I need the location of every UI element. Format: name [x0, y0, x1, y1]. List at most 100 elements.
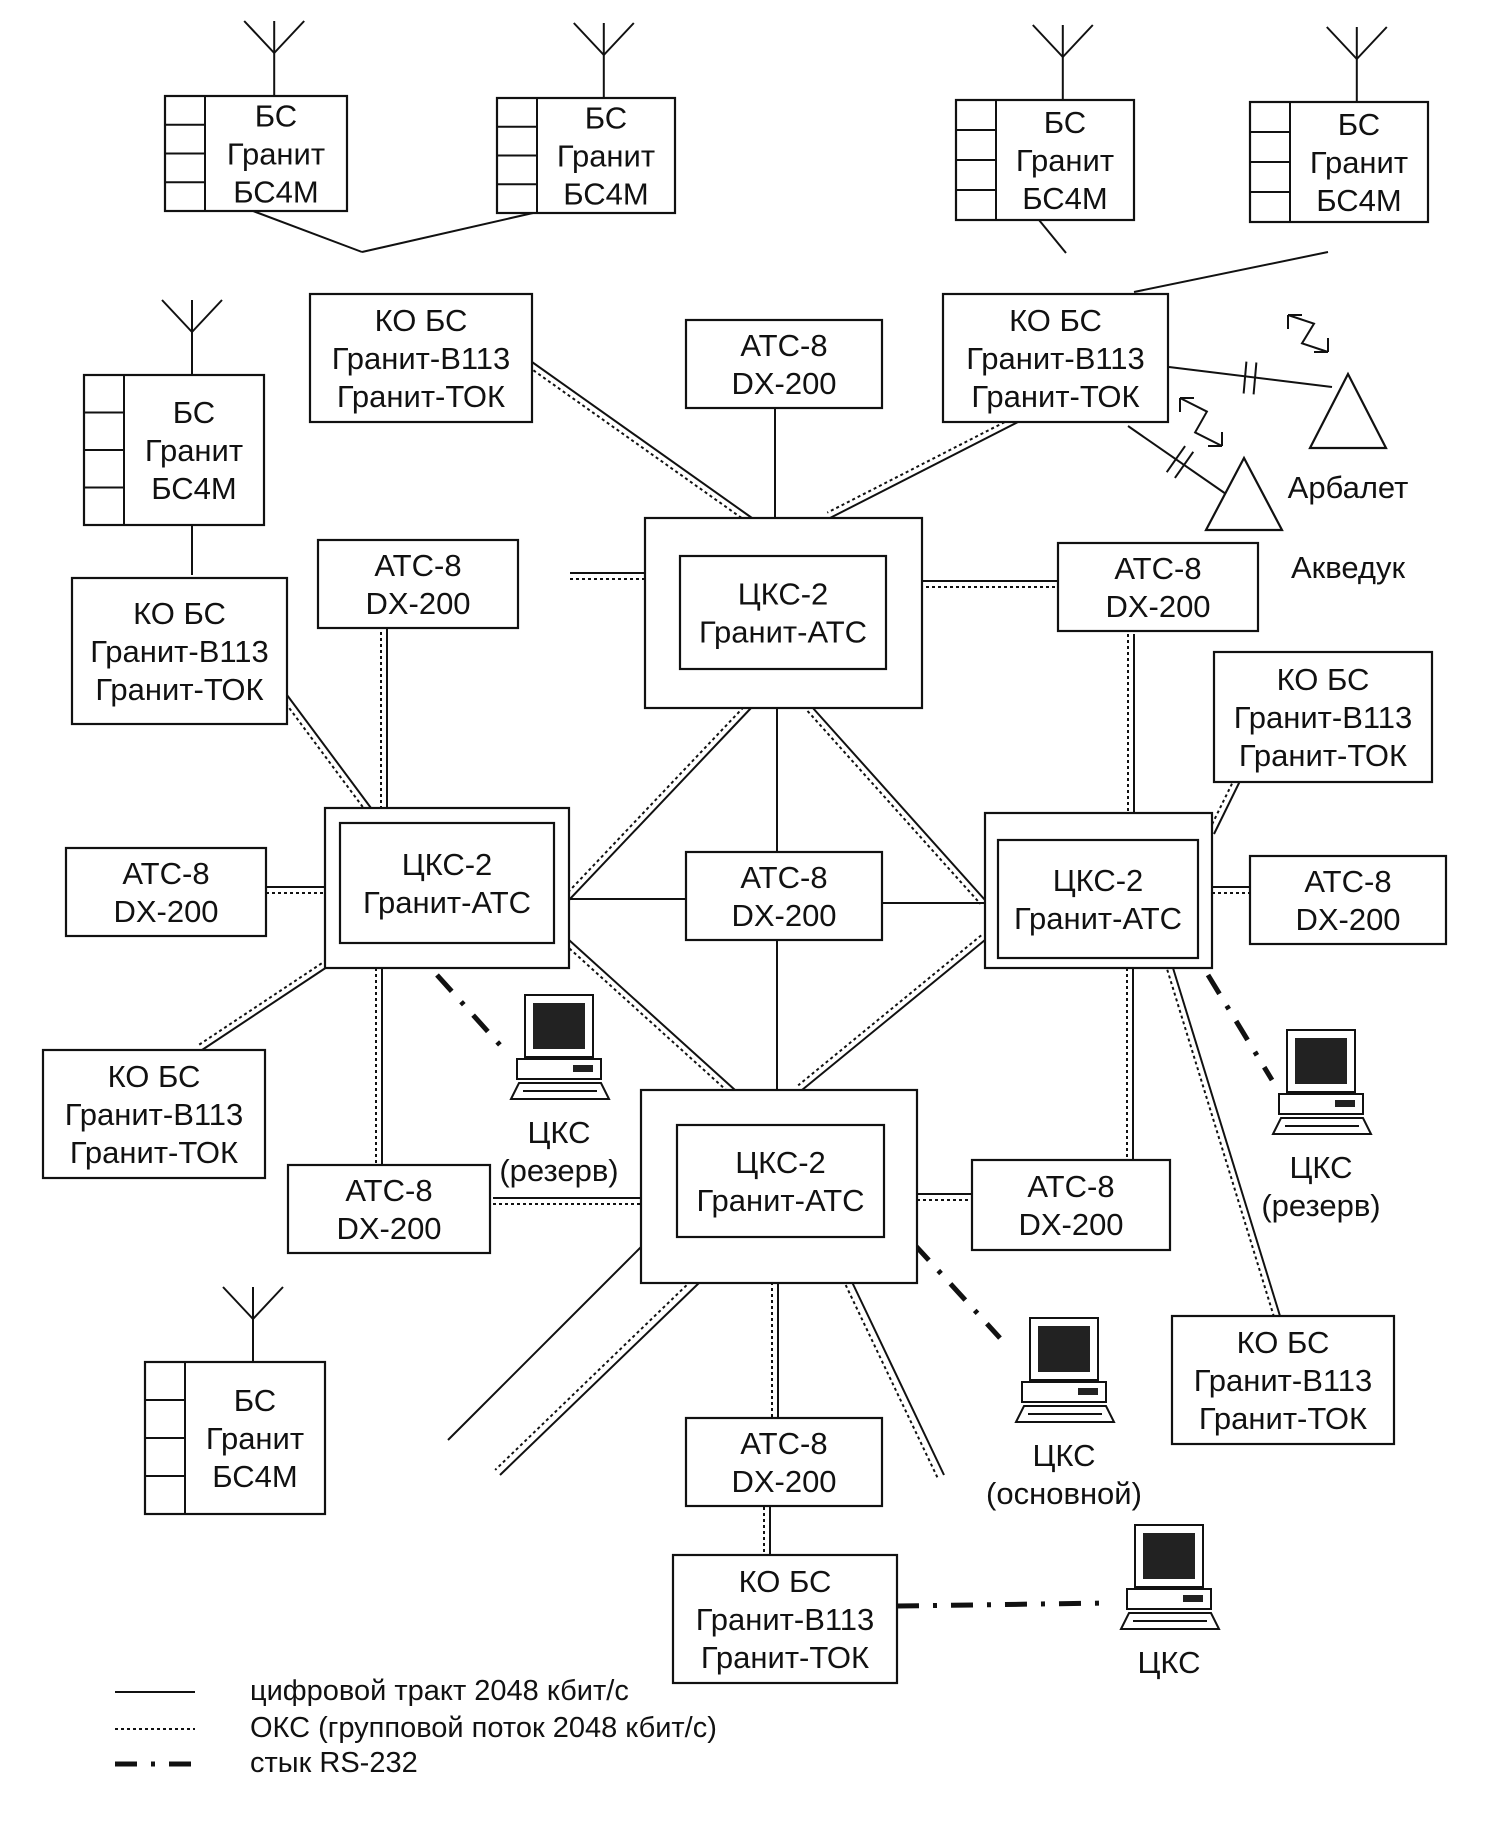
ats-box: АТС-8DX-200	[684, 318, 884, 410]
node-label-line: КО БС	[1237, 1325, 1330, 1360]
node-label-line: DX-200	[336, 1211, 441, 1246]
node-label-line: Гранит-В113	[966, 341, 1145, 376]
node-label-line: КО БС	[375, 303, 468, 338]
digital-link	[851, 1281, 945, 1476]
legend-text: стык RS-232	[250, 1747, 418, 1779]
antenna-icon	[573, 22, 635, 98]
signaling-link	[563, 702, 749, 897]
signaling-link	[797, 934, 982, 1087]
digital-link	[1213, 780, 1241, 835]
node-label-line: Гранит	[1310, 145, 1408, 180]
node-label-line: DX-200	[1295, 902, 1400, 937]
node-label-line: Гранит-ТОК	[337, 379, 505, 414]
signaling-link	[1166, 969, 1276, 1319]
node-label-line: АТС-8	[740, 1426, 827, 1461]
node-label-line: БС4М	[233, 175, 318, 210]
node-label-line: БС	[173, 395, 215, 430]
node-label-line: БС4М	[1316, 183, 1401, 218]
ats-box: АТС-8DX-200	[1248, 854, 1448, 946]
computer-label: ЦКС	[1137, 1645, 1200, 1680]
radio-link	[1168, 366, 1333, 388]
node-label-line: ЦКС-2	[402, 847, 493, 882]
node-label-line: DX-200	[365, 586, 470, 621]
ats-box: АТС-8DX-200	[1056, 541, 1260, 633]
computer-label: (основной)	[986, 1476, 1142, 1511]
node-label-line: DX-200	[113, 894, 218, 929]
ats-box: АТС-8DX-200	[970, 1158, 1172, 1252]
ats-box: АТС-8DX-200	[316, 538, 520, 630]
node-label-line: АТС-8	[374, 548, 461, 583]
computer-icon: ЦКС(резерв)	[1261, 1029, 1381, 1223]
node-label-line: ЦКС-2	[1053, 863, 1144, 898]
station-label: Арбалет	[1288, 470, 1409, 505]
node-label-line: БС4М	[151, 471, 236, 506]
digital-link	[531, 361, 753, 519]
rs232-link	[912, 1242, 1002, 1340]
digital-link	[811, 706, 986, 901]
computer-label: ЦКС	[1032, 1438, 1095, 1473]
digital-link	[568, 939, 736, 1091]
node-label-line: Гранит	[1016, 143, 1114, 178]
legend-item: стык RS-232	[115, 1747, 418, 1779]
ats-box: АТС-8DX-200	[286, 1163, 492, 1255]
node-label-line: DX-200	[1105, 589, 1210, 624]
computer-label: ЦКС	[527, 1115, 590, 1150]
node-label-line: Гранит-В113	[696, 1602, 875, 1637]
station-akveduk: Акведук	[1204, 455, 1405, 585]
computer-label: (резерв)	[499, 1153, 618, 1188]
ats-box: АТС-8DX-200	[684, 1416, 884, 1508]
node-label-line: DX-200	[731, 1464, 836, 1499]
antenna-icon	[1032, 24, 1094, 100]
digital-link	[286, 694, 372, 809]
radio-wave-icon	[1287, 314, 1329, 353]
node-label-line: ЦКС-2	[735, 1145, 826, 1180]
node-label-line: БС	[234, 1383, 276, 1418]
digital-link	[568, 706, 753, 901]
node-label-line: БС	[1044, 105, 1086, 140]
node-label-line: БС	[255, 99, 297, 134]
node-label-line: БС	[1338, 107, 1380, 142]
node-label-line: Гранит-ТОК	[1199, 1401, 1367, 1436]
node-label-line: КО БС	[1009, 303, 1102, 338]
ats-box: АТС-8DX-200	[684, 850, 884, 942]
node-label-line: Гранит-В113	[65, 1097, 244, 1132]
digital-link	[252, 210, 363, 253]
node-label-line: Гранит-АТС	[696, 1183, 864, 1218]
signaling-link	[281, 697, 367, 813]
node-label-line: АТС-8	[122, 856, 209, 891]
signaling-link	[198, 959, 328, 1046]
node-label-line: Гранит-ТОК	[701, 1640, 869, 1675]
digital-link	[361, 212, 534, 253]
digital-link	[447, 1245, 643, 1441]
signaling-link	[806, 710, 982, 905]
digital-link	[829, 421, 1019, 519]
node-label-line: Гранит-ТОК	[971, 379, 1139, 414]
node-label-line: Гранит-АТС	[699, 615, 867, 650]
node-label-line: АТС-8	[1304, 864, 1391, 899]
connections	[191, 210, 1333, 1609]
node-label-line: АТС-8	[345, 1173, 432, 1208]
legend-text: ОКС (групповой поток 2048 кбит/с)	[250, 1712, 717, 1744]
digital-link	[499, 1281, 701, 1476]
node-label-line: Гранит-ТОК	[1239, 738, 1407, 773]
station-arbalet: Арбалет	[1288, 371, 1409, 505]
digital-link	[801, 939, 986, 1091]
antenna-icon	[161, 299, 223, 375]
antenna-icon	[243, 20, 305, 96]
node-label-line: Гранит-ТОК	[95, 672, 263, 707]
node-label-line: Гранит-АТС	[363, 885, 531, 920]
node-label-line: КО БС	[1277, 662, 1370, 697]
node-label-line: Гранит-В113	[90, 634, 269, 669]
